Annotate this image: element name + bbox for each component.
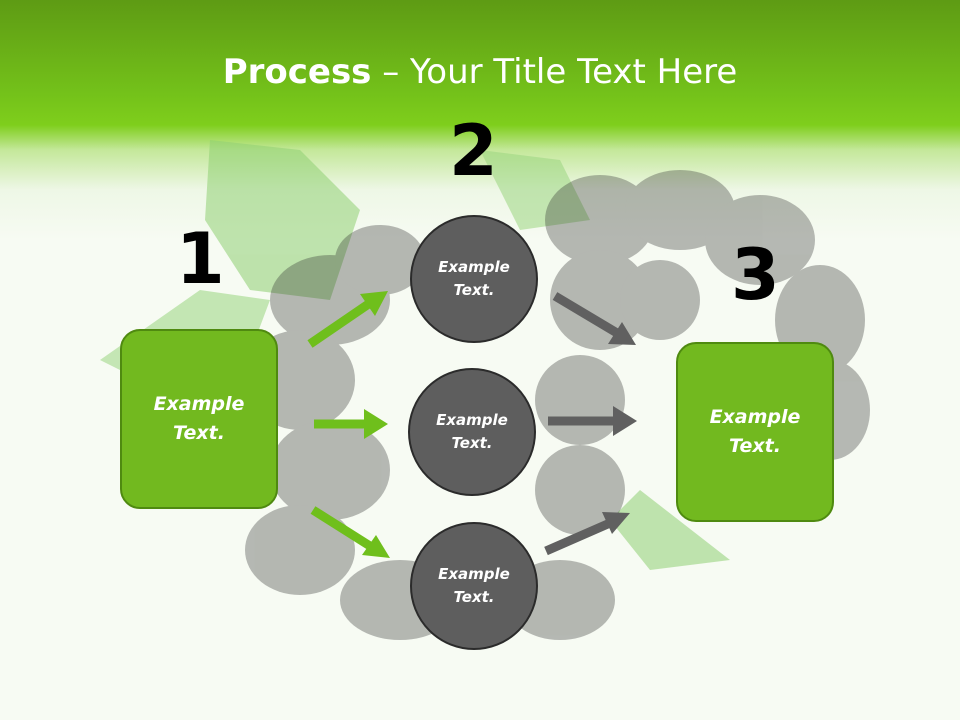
- circle-text: Example Text.: [436, 411, 508, 452]
- green-arrow-down: [310, 506, 390, 558]
- left-process-box: Example Text.: [120, 329, 278, 509]
- process-circle-top: Example Text.: [410, 215, 538, 343]
- right-box-text: Example Text.: [709, 406, 801, 457]
- circle-text: Example Text.: [438, 258, 510, 299]
- process-circle-bottom: Example Text.: [410, 522, 538, 650]
- green-arrow-right: [314, 409, 388, 439]
- step-number-2: 2: [449, 110, 498, 192]
- step-number-1: 1: [176, 218, 225, 300]
- slide-title: Process – Your Title Text Here: [0, 52, 960, 92]
- circle-text: Example Text.: [438, 565, 510, 606]
- gray-arrow-down: [552, 292, 636, 345]
- step-number-3: 3: [731, 234, 780, 316]
- right-process-box: Example Text.: [676, 342, 834, 522]
- left-box-text: Example Text.: [153, 393, 245, 444]
- title-bold: Process: [222, 52, 372, 92]
- gray-arrow-up: [544, 512, 630, 556]
- title-rest: – Your Title Text Here: [371, 52, 738, 92]
- green-arrow-up: [307, 291, 388, 348]
- process-circle-middle: Example Text.: [408, 368, 536, 496]
- gray-arrow-right: [548, 406, 637, 436]
